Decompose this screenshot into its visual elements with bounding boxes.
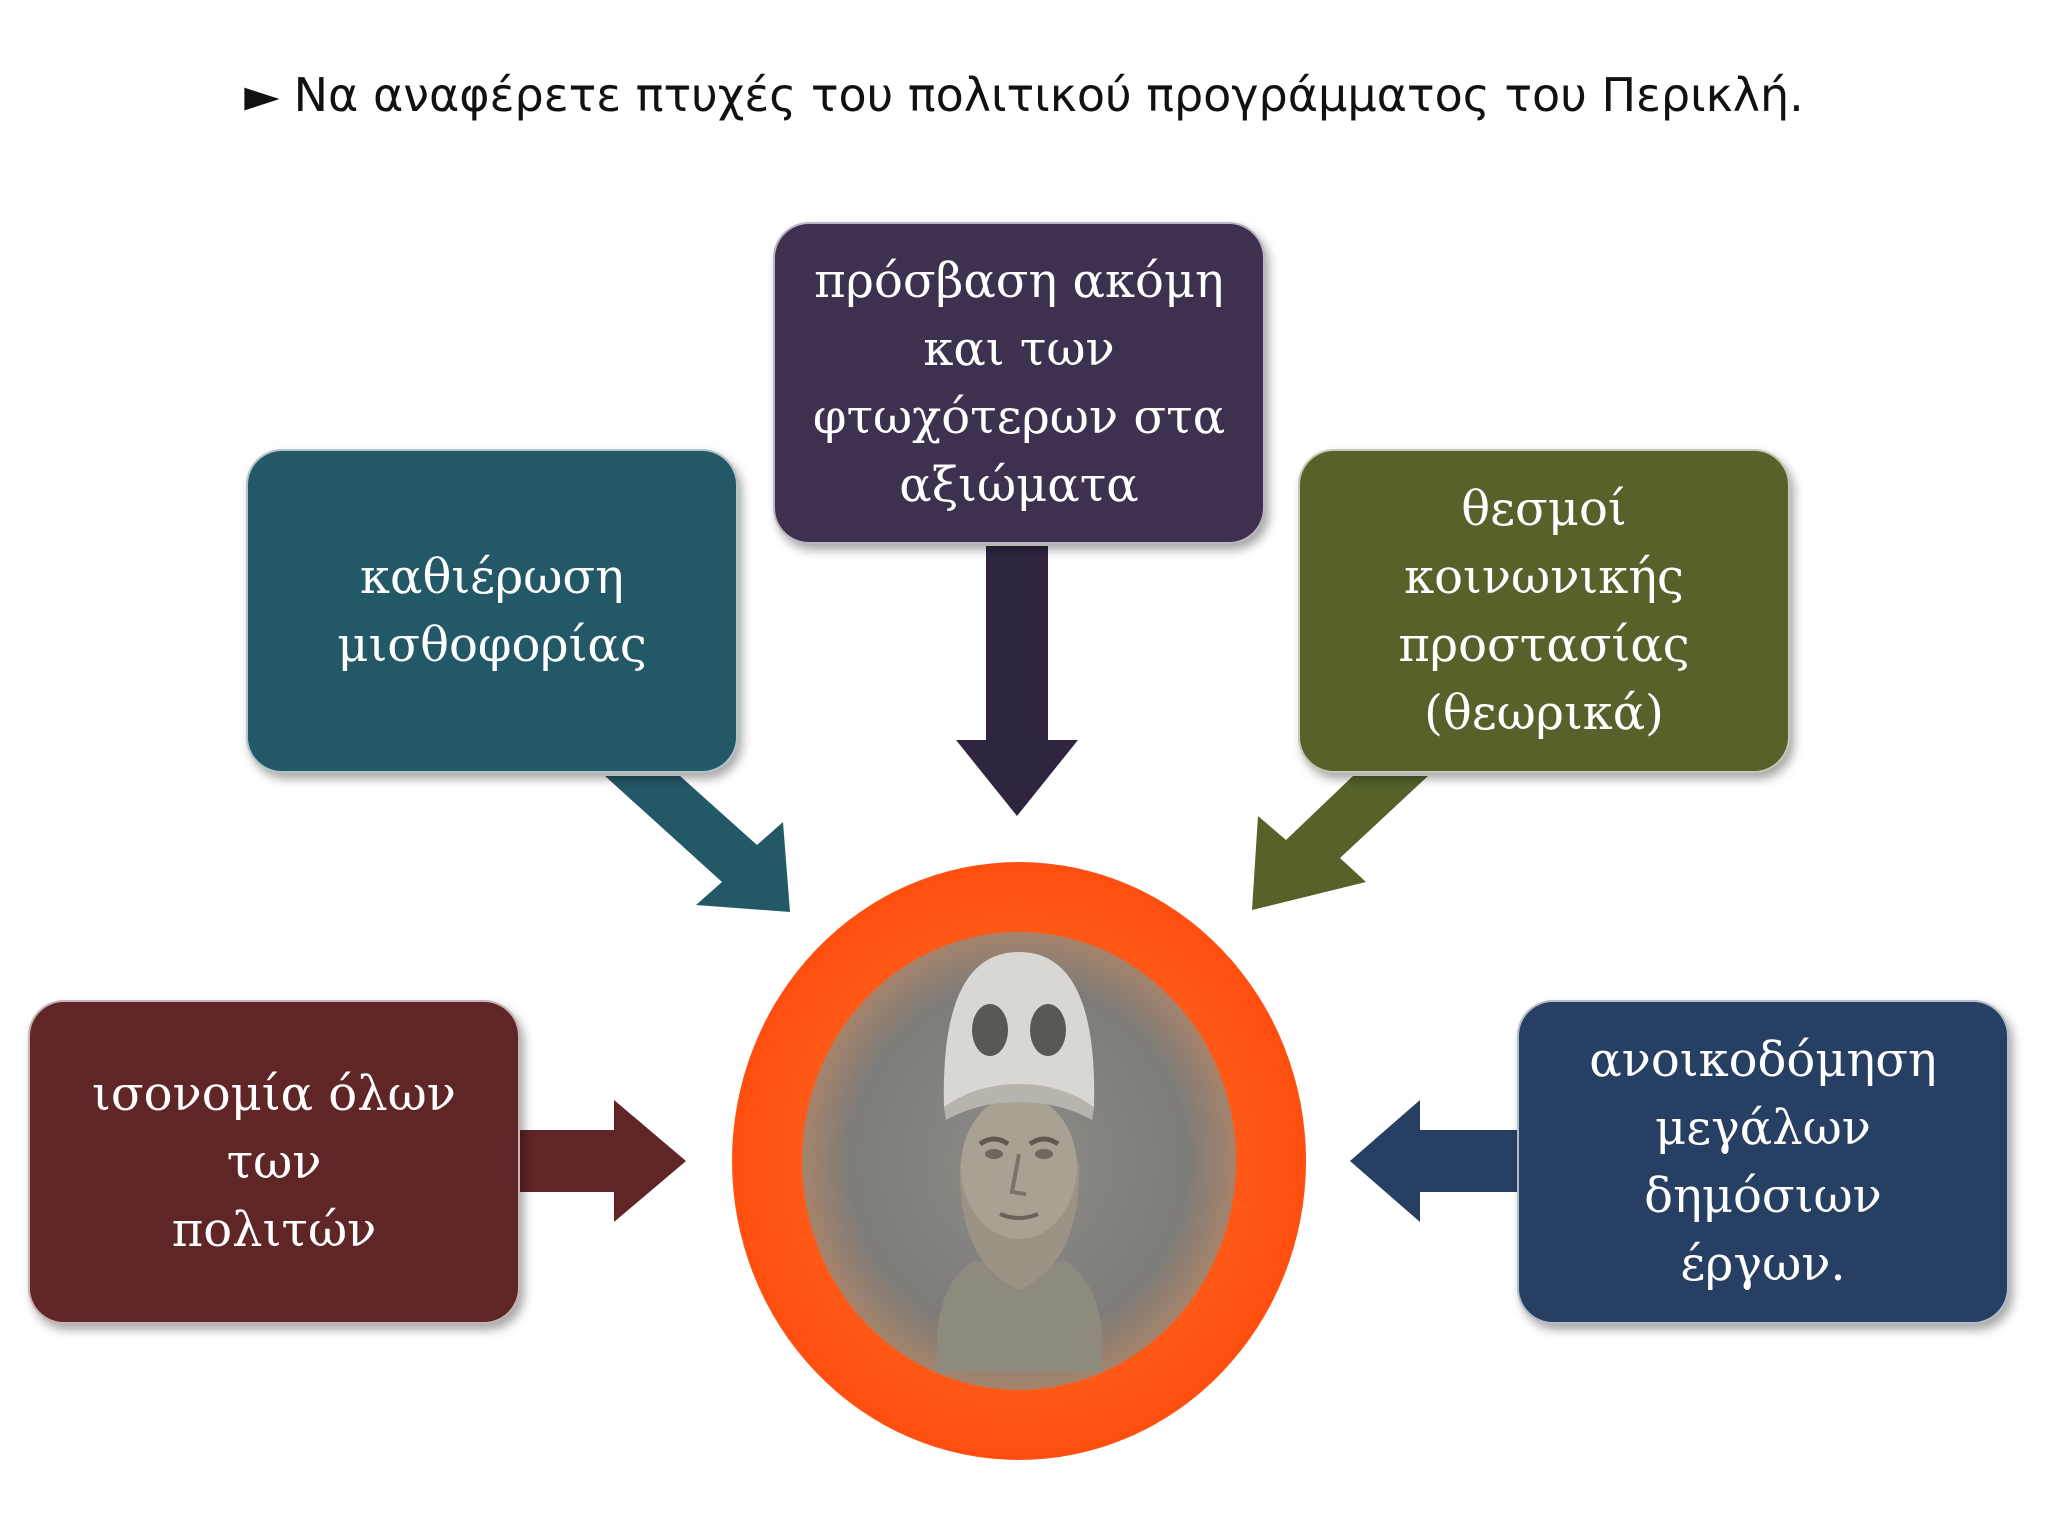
box-upper-left-text: καθιέρωση μισθοφορίας	[337, 543, 646, 679]
arrow-left	[520, 1100, 686, 1222]
pericles-bust-icon	[937, 952, 1102, 1372]
box-right: ανοικοδόμηση μεγάλων δημόσιων έργων.	[1517, 1000, 2009, 1324]
box-line: πρόσβαση ακόμη	[814, 253, 1224, 309]
box-line: καθιέρωση	[360, 549, 624, 605]
box-left: ισονομία όλων των πολιτών	[28, 1000, 520, 1324]
arrow-top	[956, 546, 1078, 816]
page-title: ►Να αναφέρετε πτυχές του πολιτικού προγρ…	[0, 68, 2048, 122]
box-line: θεσμοί κοινωνικής	[1404, 481, 1684, 605]
triangle-bullet-icon: ►	[244, 68, 280, 122]
box-top-text: πρόσβαση ακόμη και των φτωχότερων στα αξ…	[813, 247, 1225, 519]
box-line: ισονομία όλων των	[92, 1066, 456, 1190]
arrow-upper-left	[605, 776, 790, 912]
arrow-right	[1350, 1100, 1522, 1222]
box-right-text: ανοικοδόμηση μεγάλων δημόσιων έργων.	[1535, 1026, 1991, 1298]
box-line: έργων.	[1680, 1236, 1846, 1292]
box-line: φτωχότερων στα	[812, 389, 1226, 445]
box-line: προστασίας	[1398, 617, 1690, 673]
arrow-upper-right	[1252, 776, 1428, 910]
box-upper-right: θεσμοί κοινωνικής προστασίας (θεωρικά)	[1298, 449, 1790, 773]
title-text: Να αναφέρετε πτυχές του πολιτικού προγρά…	[293, 68, 1804, 122]
box-line: μισθοφορίας	[337, 617, 647, 673]
box-line: και των	[923, 321, 1115, 377]
box-line: (θεωρικά)	[1424, 685, 1664, 741]
box-top: πρόσβαση ακόμη και των φτωχότερων στα αξ…	[773, 222, 1265, 544]
box-line: ανοικοδόμηση	[1589, 1032, 1937, 1088]
box-upper-right-text: θεσμοί κοινωνικής προστασίας (θεωρικά)	[1316, 475, 1772, 747]
box-left-text: ισονομία όλων των πολιτών	[46, 1060, 502, 1264]
box-upper-left: καθιέρωση μισθοφορίας	[246, 449, 738, 773]
center-portrait-circle	[732, 862, 1306, 1460]
box-line: αξιώματα	[899, 457, 1139, 513]
box-line: μεγάλων δημόσιων	[1644, 1100, 1882, 1224]
box-line: πολιτών	[171, 1202, 377, 1258]
